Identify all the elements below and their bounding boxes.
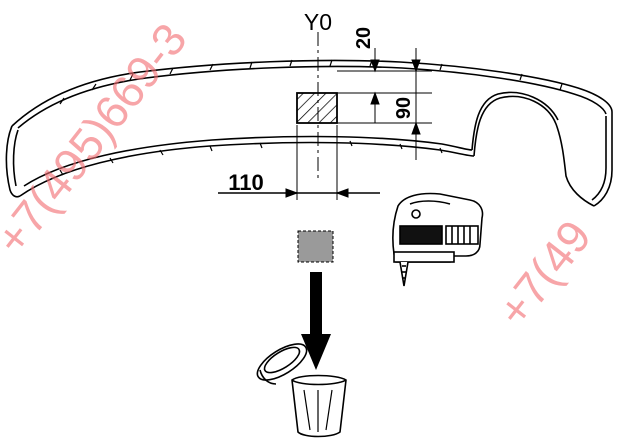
rear-bumper-icon: [5, 59, 613, 207]
cutout-piece-icon: [297, 230, 334, 263]
watermark-left: +7(495)669-3: [0, 13, 197, 264]
horizontal-dimension: [218, 125, 380, 200]
trash-bin-icon: [256, 343, 347, 438]
dim-20-label: 20: [353, 27, 375, 49]
down-arrow-icon: [301, 272, 331, 370]
cutout-area: [296, 92, 338, 124]
dim-90-label: 90: [393, 97, 415, 119]
dim-110-label: 110: [228, 170, 264, 195]
y0-label: Y0: [304, 9, 332, 35]
watermark-right: +7(49: [487, 210, 601, 336]
vertical-dimension: [337, 48, 432, 160]
jigsaw-icon: [392, 192, 484, 287]
